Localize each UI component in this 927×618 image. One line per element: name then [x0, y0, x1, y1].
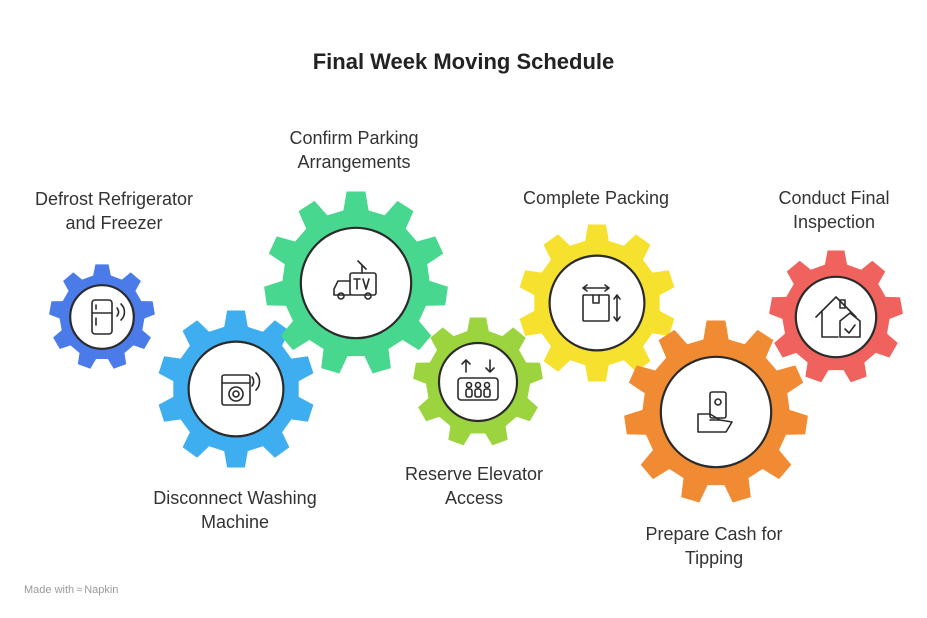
gear-icon-circle [187, 340, 285, 438]
tv-truck-icon [333, 260, 377, 300]
gear-step [624, 320, 808, 503]
napkin-watermark: Made with≈Napkin [24, 584, 119, 596]
gear-icon-circle [794, 275, 878, 359]
step-label: Complete Packing [522, 188, 670, 208]
cash-hand-icon [697, 391, 733, 433]
gear-step [264, 191, 448, 374]
gear-step [769, 250, 903, 383]
gear-step [158, 310, 314, 468]
refrigerator-icon [91, 299, 126, 335]
washing-machine-icon [221, 372, 261, 406]
napkin-logo-icon: ≈ [76, 584, 83, 596]
diagram-title: Final Week Moving Schedule [312, 49, 615, 74]
gear-step [413, 317, 543, 446]
gear-icon-circle [69, 284, 135, 350]
elevator-icon [457, 359, 499, 401]
gear-icon-circle [659, 355, 773, 469]
gear-step [519, 224, 675, 382]
box-icon [582, 284, 621, 322]
gear-step [49, 264, 155, 369]
gear-icon-circle [299, 226, 413, 340]
house-check-icon [815, 296, 861, 338]
